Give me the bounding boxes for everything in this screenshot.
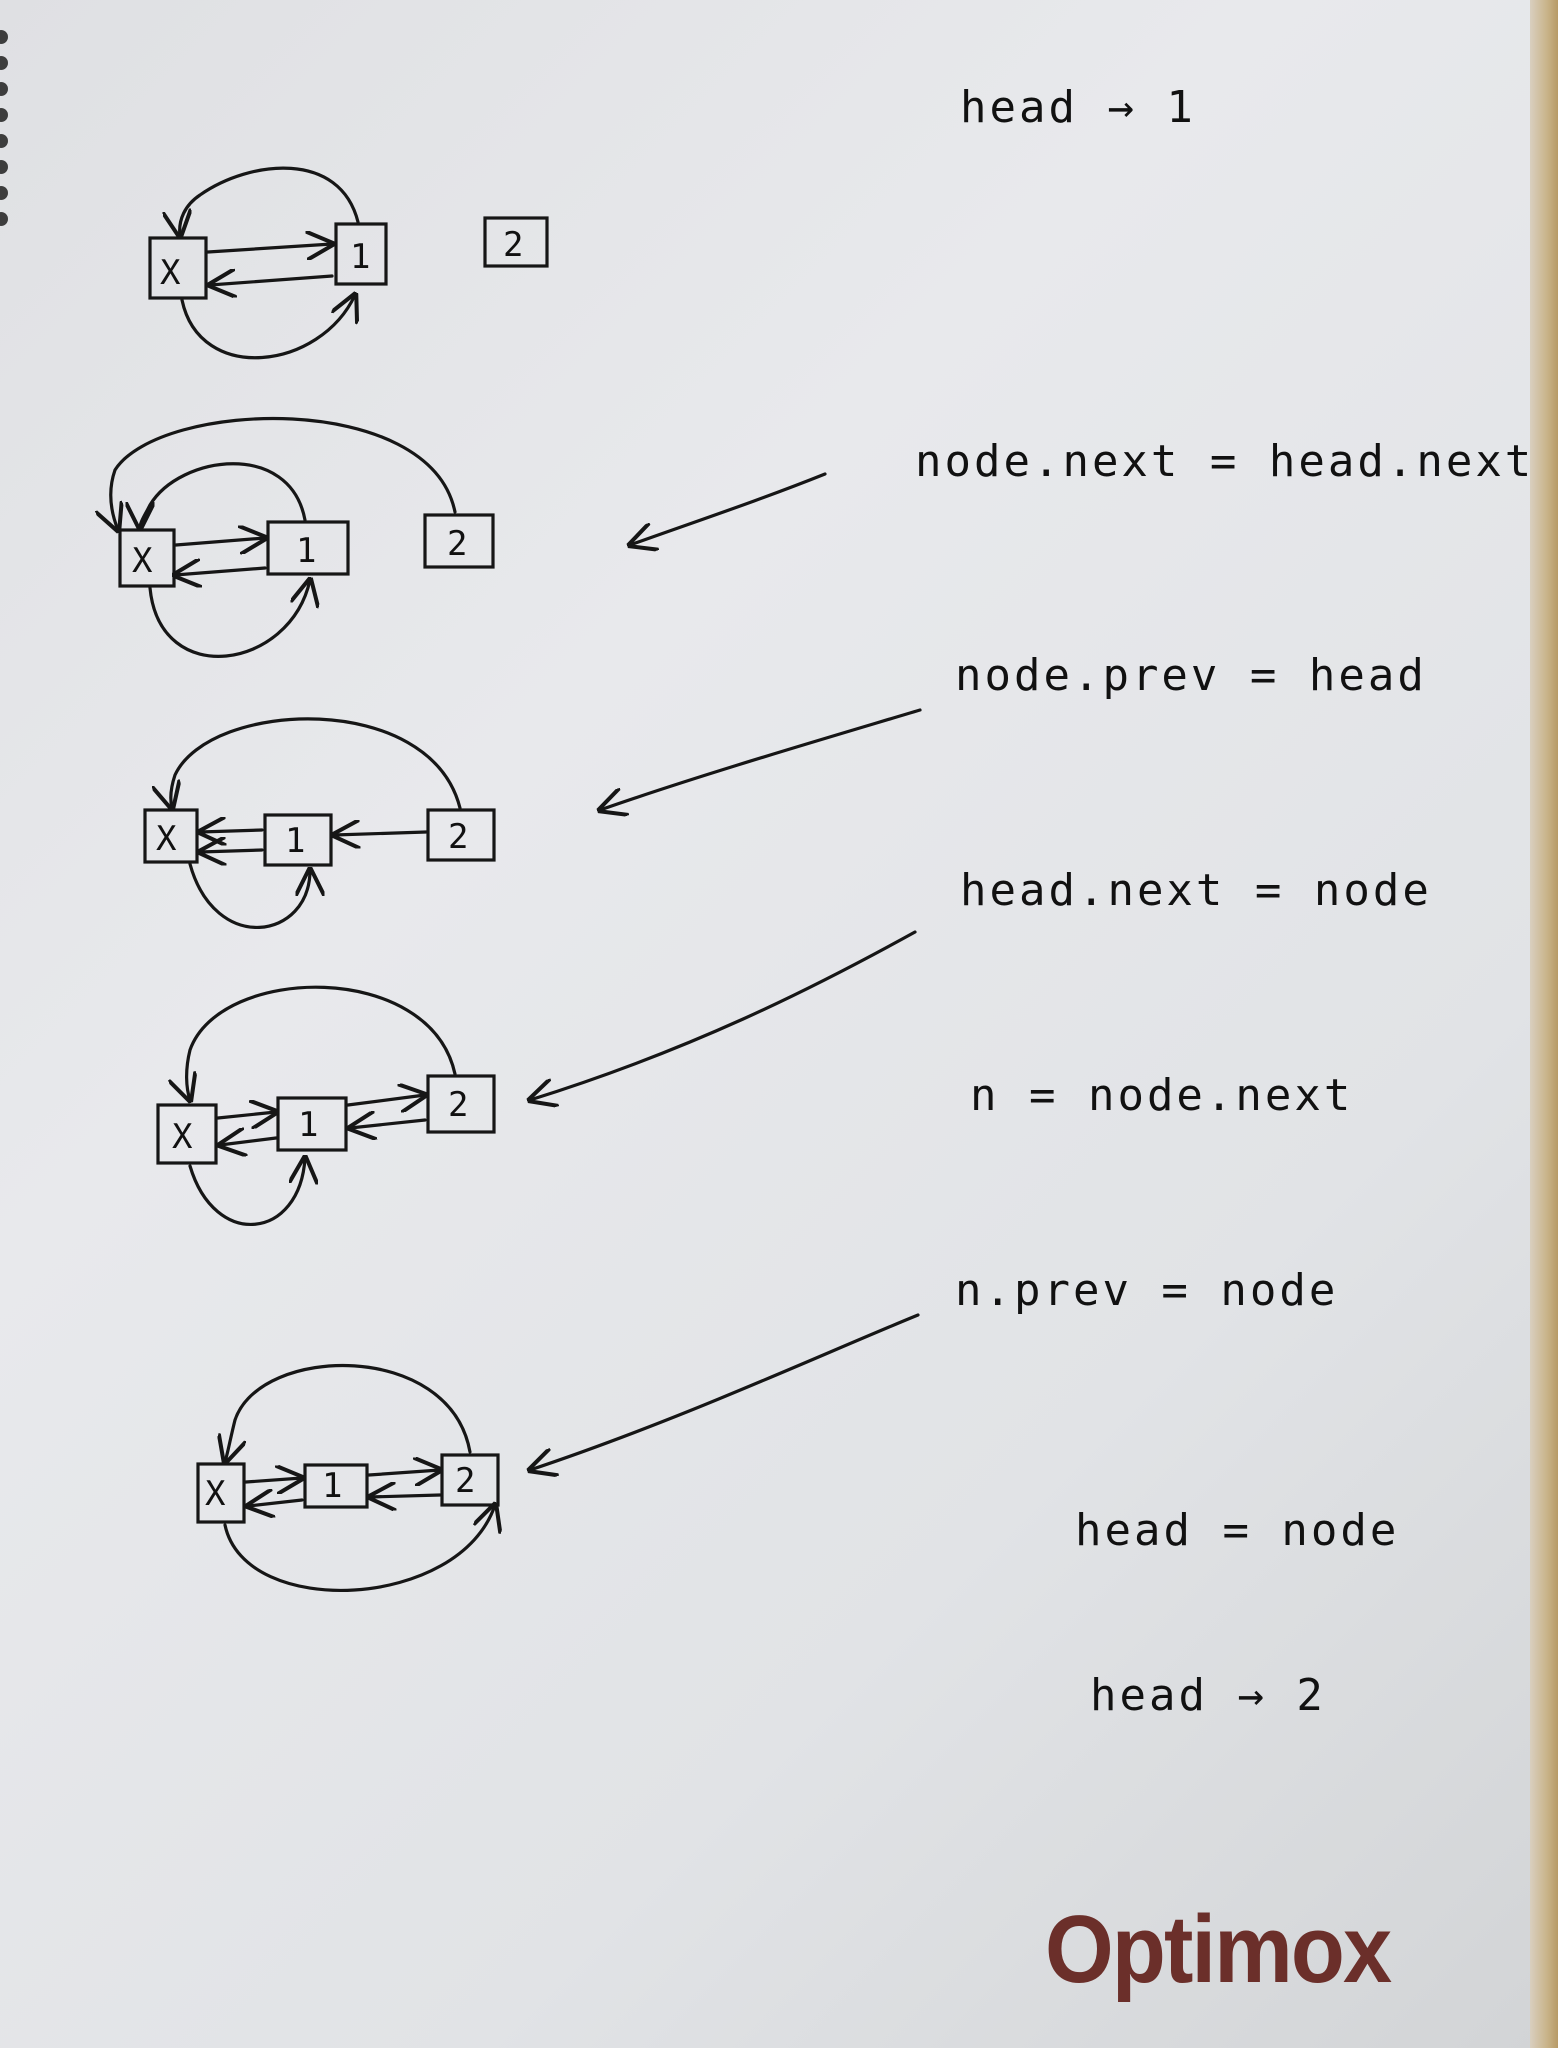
note-head-2: head → 2 xyxy=(1090,1670,1326,1721)
note-step-3: head.next = node xyxy=(960,865,1432,916)
node-label-2: 2 xyxy=(447,524,467,564)
node-box-2 xyxy=(483,216,549,268)
node-label-1: 1 xyxy=(350,237,370,277)
brand-logo: Optimox xyxy=(1045,1896,1392,2003)
note-head-1: head → 1 xyxy=(960,82,1196,133)
diagram-state-2: X 1 2 xyxy=(111,416,495,658)
diagram-state-5: X 1 2 xyxy=(196,1363,498,1592)
notebook-spiral xyxy=(0,30,12,270)
note-step-1: node.next = head.next xyxy=(915,436,1534,487)
node-label-1: 1 xyxy=(322,1466,342,1506)
pointer-arrow-1 xyxy=(630,472,827,545)
note-step-4: n = node.next xyxy=(970,1070,1353,1121)
node-label-sentinel: X xyxy=(205,1474,226,1514)
diagram-state-1: X 1 2 xyxy=(148,166,549,360)
node-label-2: 2 xyxy=(455,1461,475,1501)
diagram-state-4: X 1 2 xyxy=(156,985,496,1226)
paper-edge xyxy=(1530,0,1558,2048)
note-step-2: node.prev = head xyxy=(955,650,1427,701)
node-box-1 xyxy=(334,222,388,286)
node-label-2: 2 xyxy=(448,817,468,857)
note-step-5: n.prev = node xyxy=(955,1265,1338,1316)
node-label-1: 1 xyxy=(296,531,316,571)
node-label-1: 1 xyxy=(285,821,305,861)
node-label-sentinel: X xyxy=(132,541,153,581)
diagram-state-3: X 1 2 xyxy=(143,717,496,929)
node-label-sentinel: X xyxy=(172,1117,193,1157)
note-head-assign: head = node xyxy=(1075,1505,1399,1556)
node-label-sentinel: X xyxy=(160,253,181,293)
pointer-arrow-2 xyxy=(600,708,922,810)
node-label-sentinel: X xyxy=(156,819,177,859)
pointer-arrow-3 xyxy=(530,930,917,1100)
node-label-2: 2 xyxy=(503,225,523,265)
pointer-arrow-4 xyxy=(530,1313,920,1470)
node-label-1: 1 xyxy=(298,1105,318,1145)
node-label-2: 2 xyxy=(448,1085,468,1125)
